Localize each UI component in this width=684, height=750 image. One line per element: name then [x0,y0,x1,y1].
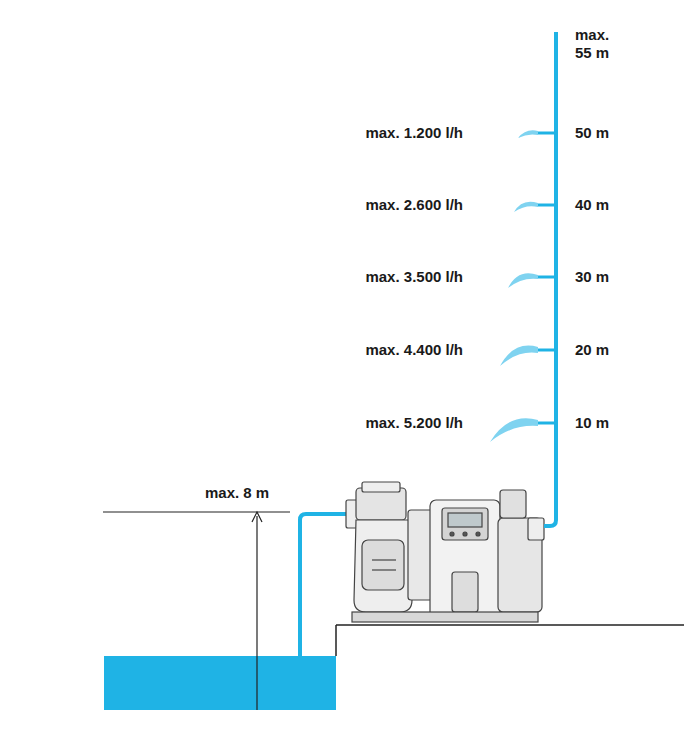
ground-line [336,624,684,626]
flow-rate: max. 1.200 l/h [365,124,463,142]
riser-pipe [544,32,556,526]
outlet-tap [538,133,556,423]
flow-rate: max. 5.200 l/h [365,414,463,432]
head-height: 40 m [575,196,609,214]
pump [346,482,544,622]
head-height: max. 55 m [575,26,619,62]
head-height: 20 m [575,341,609,359]
head-height: 30 m [575,268,609,286]
ground-line [335,625,337,656]
height-arrow [256,516,257,710]
suction-pipe [300,514,348,660]
flow-rate: max. 3.500 l/h [365,268,463,286]
head-height: 10 m [575,414,609,432]
water-jet [490,130,538,442]
arrow-head [252,512,262,522]
reference-line [103,511,290,512]
flow-rate: max. 2.600 l/h [365,196,463,214]
flow-rate: max. 4.400 l/h [365,341,463,359]
water-tank [104,656,336,710]
head-height: 50 m [575,124,609,142]
suction-height: max. 8 m [205,484,269,502]
